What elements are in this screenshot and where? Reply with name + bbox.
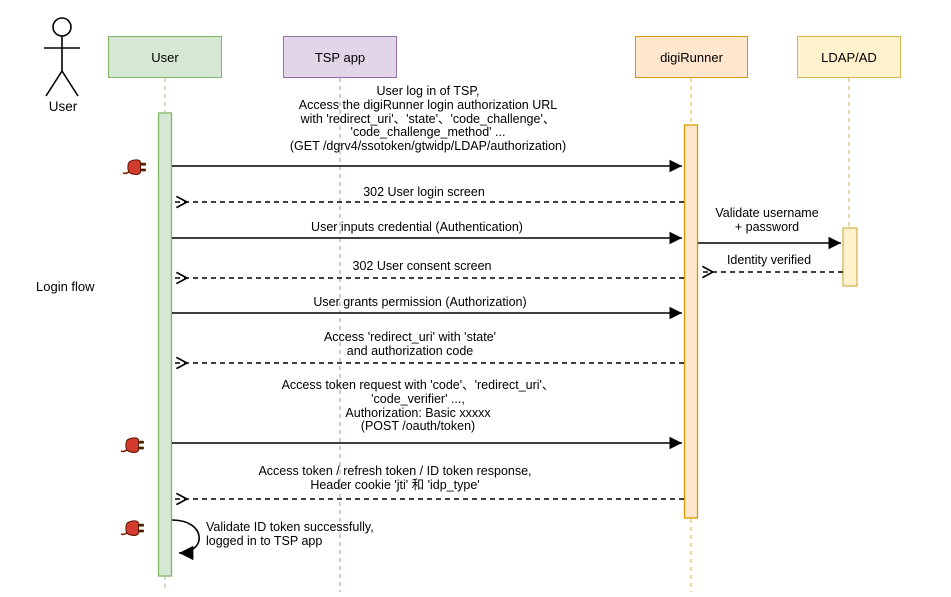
activation-user xyxy=(157,112,173,577)
participant-user-label: User xyxy=(151,49,179,65)
message-label-consent-screen: 302 User consent screen xyxy=(352,259,492,273)
actor-label: User xyxy=(48,99,78,114)
message-label-token-request: Access token request with 'code'、'redire… xyxy=(281,378,555,434)
message-label-login-screen: 302 User login screen xyxy=(363,185,485,199)
diagram-title: Login flow xyxy=(36,279,95,294)
actor-figure xyxy=(44,17,80,97)
plug-icon xyxy=(120,520,144,537)
activation-digirunner xyxy=(683,124,699,519)
plug-icon xyxy=(120,437,144,454)
participant-digirunner: digiRunner xyxy=(635,36,748,78)
message-label-validate: Validate username + password xyxy=(715,206,819,234)
message-label-credential: User inputs credential (Authentication) xyxy=(311,220,523,234)
message-label-grant: User grants permission (Authorization) xyxy=(313,295,527,309)
message-label-self-validate: Validate ID token successfully, logged i… xyxy=(206,520,374,548)
activation-ldap xyxy=(842,227,858,287)
participant-user: User xyxy=(108,36,222,78)
message-label-identity: Identity verified xyxy=(726,253,812,267)
message-label-login-request: User log in of TSP, Access the digiRunne… xyxy=(289,84,567,154)
message-label-token-response: Access token / refresh token / ID token … xyxy=(258,464,532,492)
lifelines xyxy=(164,78,850,592)
participant-ldap-ad: LDAP/AD xyxy=(797,36,901,78)
participant-tsp-app: TSP app xyxy=(283,36,397,78)
plug-icon xyxy=(122,159,146,176)
message-label-redirect: Access 'redirect_uri' with 'state' and a… xyxy=(323,330,497,358)
message-arrows xyxy=(171,159,843,561)
plug-icons xyxy=(120,159,146,537)
participant-tsp-app-label: TSP app xyxy=(314,49,366,65)
arrow-self-validate xyxy=(171,519,200,561)
participant-digirunner-label: digiRunner xyxy=(660,49,723,65)
participant-ldap-ad-label: LDAP/AD xyxy=(821,49,877,65)
